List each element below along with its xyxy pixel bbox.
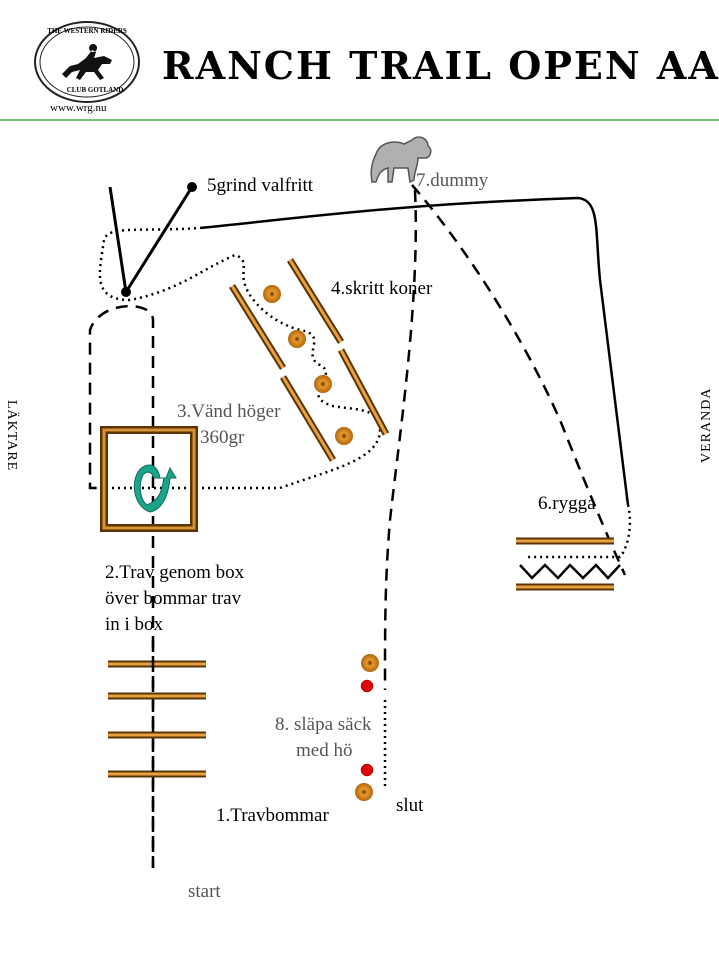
label-dummy: 7.dummy [416,170,489,191]
cone [263,285,281,303]
turn-right-arrow-icon [133,464,177,513]
logo-bottom-text: CLUB GOTLAND [67,86,124,94]
route-dummy-to-rygga [411,184,627,576]
cone [361,654,379,672]
club-logo: THE WESTERN RIDERS CLUB GOTLAND [34,21,140,103]
box-obstacle [100,426,198,532]
page-title: RANCH TRAIL OPEN AA 050910 [162,43,719,88]
gate-arm [124,186,194,293]
label-start: start [188,881,221,902]
label-trot-poles: 1.Travbommar [216,805,329,826]
cone [335,427,353,445]
side-label-right: VERANDA [699,388,714,463]
route-paths [88,184,632,868]
label-cones: 4.skritt koner [331,278,433,299]
cone [288,330,306,348]
route-box-to-cones [94,226,382,490]
gate-hinge [121,287,131,297]
label-bag-line1: 8. släpa säck [275,714,372,735]
label-box-line2: över bommar trav [105,588,242,609]
obstacle-labels: 5grind valfritt 7.dummy 4.skritt koner 3… [105,170,596,902]
label-bag-line2: med hö [296,740,352,761]
logo-top-text: THE WESTERN RIDERS [47,27,127,35]
route-rygga-dotted [525,504,632,559]
cone [355,783,373,801]
label-box-line3: in i box [105,614,164,635]
label-gate: 5grind valfritt [207,175,314,196]
cone-poles [229,258,390,462]
gate-end [187,182,197,192]
route-dummy-to-finish [383,189,418,691]
cones [263,285,379,801]
label-box-line1: 2.Trav genom box [105,562,245,583]
route-top-solid [199,196,630,506]
cone [314,375,332,393]
rygga-poles [516,537,614,591]
gate-post [108,186,128,293]
horse-rider-icon [62,44,112,80]
club-url: www.wrg.nu [50,102,107,114]
label-rygga: 6.rygga [538,493,596,514]
route-trot-line [88,304,155,868]
dummy-calf-icon [370,136,432,184]
label-finish: slut [396,795,424,816]
header: THE WESTERN RIDERS CLUB GOTLAND www.wrg.… [0,21,719,121]
bag-marker [360,763,374,777]
label-turn-line2: 360gr [200,427,245,448]
bag-marker [360,679,374,693]
side-label-left: LÄKTARE [4,400,21,471]
trot-poles [108,660,206,778]
label-turn-line1: 3.Vänd höger [177,401,281,422]
gate-obstacle [108,182,197,297]
route-rygga-zigzag [519,563,621,580]
bag-markers [360,679,374,777]
